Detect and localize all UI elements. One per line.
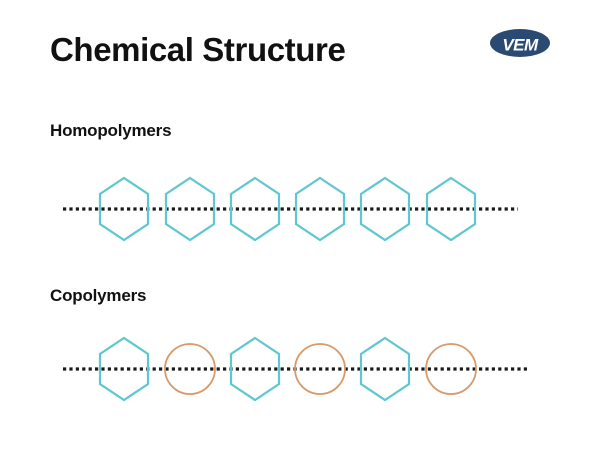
hexagon-monomer <box>359 336 411 402</box>
logo-ellipse <box>490 29 550 57</box>
hexagon-monomer <box>229 176 281 242</box>
hexagon-monomer <box>425 176 477 242</box>
page-title: Chemical Structure <box>50 31 346 68</box>
logo-text: VEM <box>502 36 539 55</box>
polymer-chain-copolymers <box>0 329 600 409</box>
circle-monomer <box>294 343 346 395</box>
hexagon-monomer <box>359 176 411 242</box>
hexagon-monomer <box>98 336 150 402</box>
circle-monomer <box>425 343 477 395</box>
circle-monomer <box>164 343 216 395</box>
section-heading-copolymers: Copolymers <box>50 286 147 305</box>
polymer-chain-homopolymers <box>0 169 600 249</box>
monomer-units <box>98 336 477 402</box>
hexagon-monomer <box>229 336 281 402</box>
hexagon-monomer <box>98 176 150 242</box>
section-heading-homopolymers: Homopolymers <box>50 121 172 140</box>
hexagon-monomer <box>164 176 216 242</box>
vem-logo[interactable]: VEM <box>489 26 551 60</box>
monomer-units <box>98 176 477 242</box>
hexagon-monomer <box>294 176 346 242</box>
